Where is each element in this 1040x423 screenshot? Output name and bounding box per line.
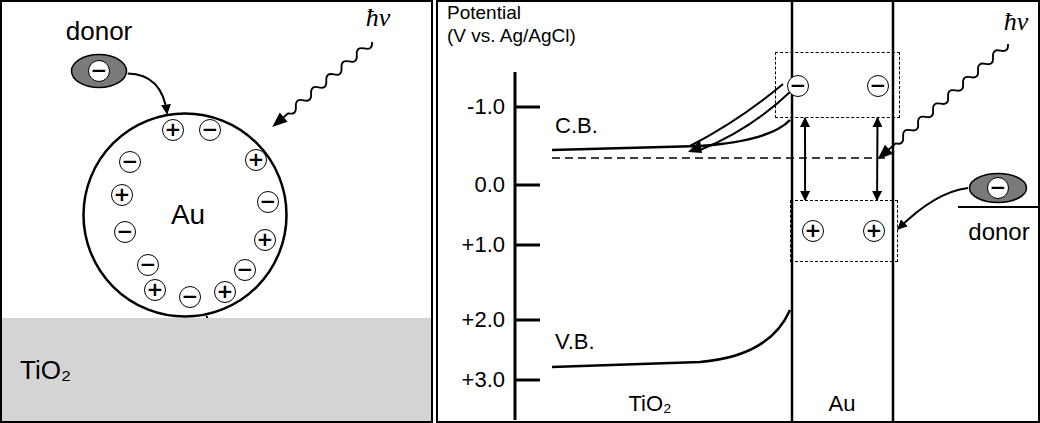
electron-charge: − xyxy=(867,75,889,97)
electron-charge: − xyxy=(137,254,159,276)
axis-unit: (V vs. Ag/AgCl) xyxy=(447,25,576,47)
particle-label: Au xyxy=(171,199,205,231)
donor-label: donor xyxy=(968,218,1029,246)
tick-label: +1.0 xyxy=(462,232,505,258)
region-label: Au xyxy=(829,391,856,417)
au-boundary xyxy=(892,2,895,421)
electron-charge: − xyxy=(987,177,1009,199)
electron-charge: − xyxy=(257,191,279,213)
hole-charge: + xyxy=(254,229,276,251)
transfer-arrow xyxy=(898,188,968,229)
hole-charge: + xyxy=(144,279,166,301)
left-panel-frame xyxy=(1,1,432,422)
tick-label: -1.0 xyxy=(467,94,505,120)
electron-charge: − xyxy=(114,221,136,243)
hole-charge: + xyxy=(111,184,133,206)
photon-arrow xyxy=(268,37,376,131)
valence-band xyxy=(552,310,790,367)
transfer-arrow xyxy=(804,118,806,200)
electron-group: −− xyxy=(775,52,900,118)
photon-label: ħν xyxy=(366,3,391,33)
tick-label: +3.0 xyxy=(462,367,505,393)
axis-title: Potential xyxy=(447,2,521,24)
electron-charge: − xyxy=(787,75,809,97)
hole-charge: + xyxy=(245,149,267,171)
fermi-level xyxy=(552,157,890,159)
hole-charge: + xyxy=(802,220,824,242)
transfer-arrow xyxy=(128,74,167,114)
electron-charge: − xyxy=(119,151,141,173)
arrow-head xyxy=(688,140,702,153)
electron-charge: − xyxy=(179,286,201,308)
tio2-substrate: TiO₂ xyxy=(2,318,431,421)
tick-label: +2.0 xyxy=(462,307,505,333)
gold-nanoparticle: Au+−−++−−+−−+−+ xyxy=(82,112,288,318)
donor-molecule: −donor xyxy=(968,172,1028,204)
transfer-arrow xyxy=(876,118,878,200)
band-label: C.B. xyxy=(555,113,598,139)
right-panel-frame xyxy=(437,1,1039,422)
photon-label: ħν xyxy=(1004,7,1029,37)
donor-base xyxy=(958,206,1039,208)
photon-arrow xyxy=(874,40,1012,164)
tick-label: 0.0 xyxy=(474,172,505,198)
hole-group: ++ xyxy=(790,200,898,262)
donor-molecule: donor− xyxy=(70,53,128,89)
region-label: TiO₂ xyxy=(628,391,671,417)
au-boundary xyxy=(791,2,794,421)
injection-arrow xyxy=(700,92,790,150)
band-label: V.B. xyxy=(555,329,595,355)
hole-charge: + xyxy=(162,119,184,141)
substrate-label: TiO₂ xyxy=(20,355,71,386)
donor-label: donor xyxy=(66,16,133,47)
hole-charge: + xyxy=(214,281,236,303)
injection-line xyxy=(690,84,783,146)
electron-charge: − xyxy=(88,60,110,82)
electron-charge: − xyxy=(234,259,256,281)
hole-charge: + xyxy=(863,220,885,242)
electron-charge: − xyxy=(199,119,221,141)
potential-axis xyxy=(515,72,540,420)
